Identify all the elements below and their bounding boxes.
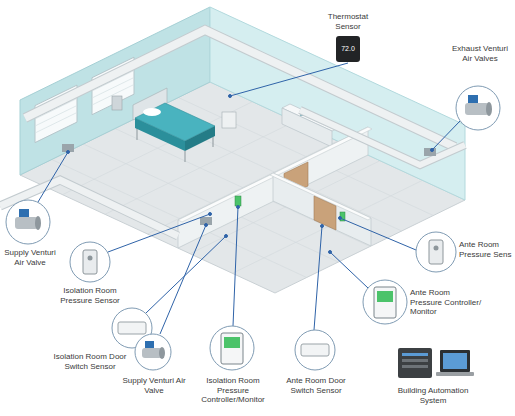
display-reading: 72.0 — [336, 45, 360, 53]
right-wall — [210, 7, 465, 200]
callout-label: Isolation Room Pressure Controller/Monit… — [190, 376, 276, 405]
callout-label: Supply Venturi Air Valve — [120, 376, 188, 395]
callout-label: Thermostat Sensor — [322, 12, 374, 31]
air-duct — [0, 30, 465, 236]
sensor-icon — [83, 240, 443, 274]
valve-icon — [15, 95, 492, 359]
callout-label: Building Automation System — [390, 386, 476, 405]
callout-label: Isolation Room Door Switch Sensor — [50, 352, 130, 371]
callout-label: Supply Venturi Air Valve — [2, 248, 58, 267]
leader-line — [38, 63, 460, 334]
hospital-bed — [112, 88, 236, 162]
automation-icon — [398, 348, 474, 378]
partition-wall — [178, 127, 372, 248]
callout-label: Isolation Room Pressure Sensor — [52, 286, 128, 305]
thermostat-icon — [336, 36, 360, 62]
callout-label: Ante Room Pressure Controller/ Monitor — [410, 288, 482, 317]
callout-circle — [6, 86, 500, 370]
callout-label: Ante Room Door Switch Sensor — [282, 376, 350, 395]
left-wall — [20, 7, 210, 175]
callout-label: Ante Room Pressure Sens — [459, 240, 512, 259]
callout-label: Exhaust Venturi Air Valves — [449, 44, 511, 63]
controller-icon — [221, 287, 396, 364]
